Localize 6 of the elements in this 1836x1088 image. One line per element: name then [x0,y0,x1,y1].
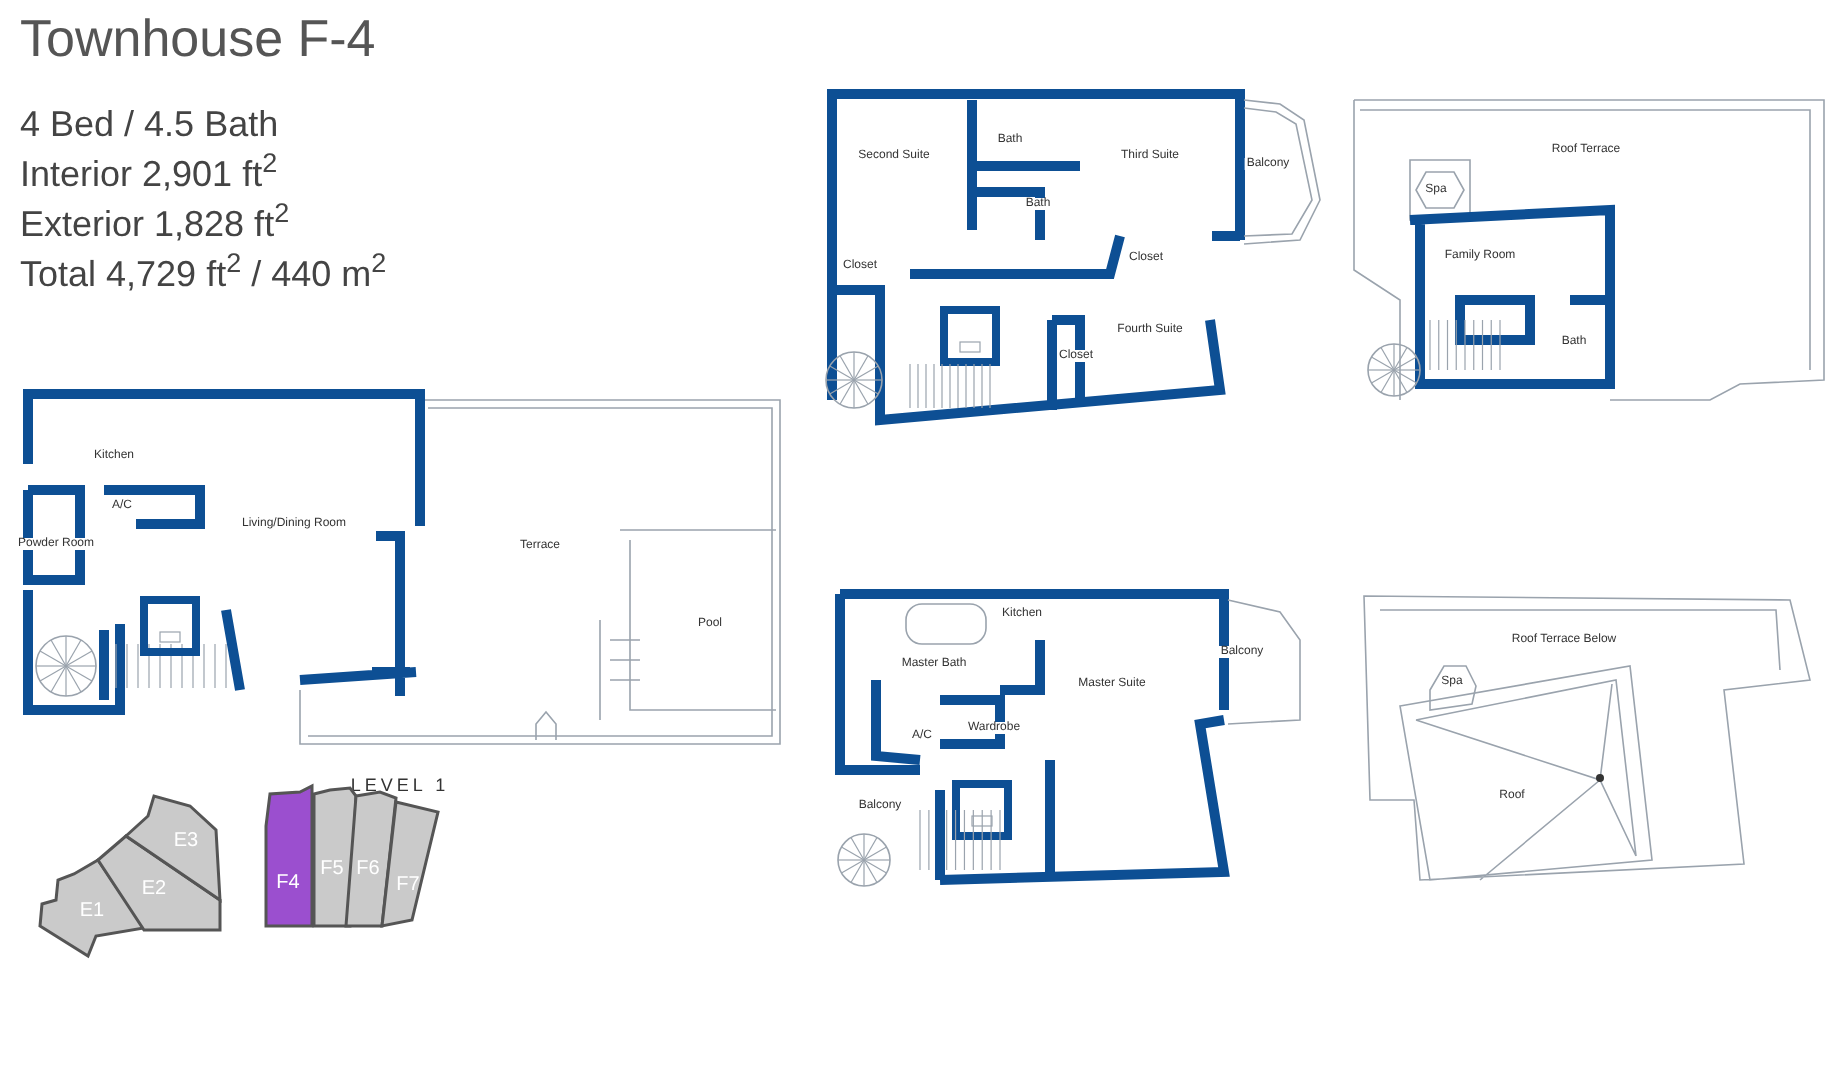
unit-label: F4 [276,874,300,894]
unit-spec: Interior 2,901 ft$^{2}$ [20,156,278,192]
page-title: Townhouse F-4 [20,12,376,64]
unit-spec: Total 4,729 ft$^{2}$ / 440 m$^{2}$ [20,256,387,292]
unit-spec: Exterior 1,828 ft$^{2}$ [20,206,290,242]
unit-spec: 4 Bed / 4.5 Bath [20,106,279,142]
